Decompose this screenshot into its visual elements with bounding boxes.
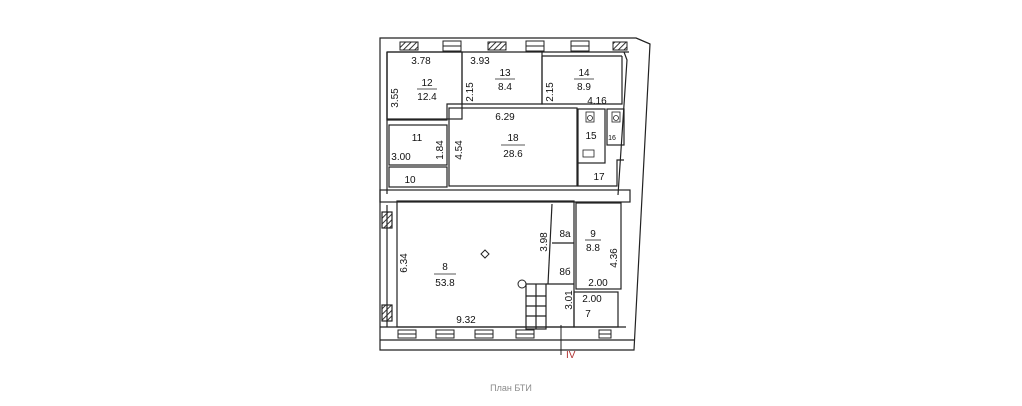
room-labels: 12 12.4 13 8.4 14 8.9 18 28.6 11 10 15 1… <box>404 68 616 320</box>
dim-room7-width: 2.00 <box>582 294 602 305</box>
room-11-number: 11 <box>412 133 423 144</box>
room-13-number: 13 <box>499 68 511 79</box>
room-7-number: 7 <box>585 309 591 320</box>
top-windows <box>399 40 628 52</box>
dim-room14-width: 4.16 <box>587 96 607 107</box>
dim-room12-height: 3.55 <box>390 88 401 108</box>
room-18-number: 18 <box>507 133 519 144</box>
room-10-number: 10 <box>404 175 416 186</box>
dim-room8-height: 6.34 <box>399 253 410 273</box>
dim-room9-width: 2.00 <box>588 278 608 289</box>
room-16-number: 16 <box>608 135 616 142</box>
bottom-windows <box>397 329 612 339</box>
dim-room9-height: 4.36 <box>609 248 620 268</box>
plan-caption: План БТИ <box>490 383 532 393</box>
dim-stair-height: 3.01 <box>564 290 575 310</box>
dim-room10-width: 3.00 <box>391 152 411 163</box>
room-8-number: 8 <box>442 262 448 273</box>
room-9-area: 8.8 <box>586 243 600 254</box>
room-8-area: 53.8 <box>435 278 455 289</box>
dim-room13-width: 3.93 <box>470 56 490 67</box>
room-14-area: 8.9 <box>577 82 591 93</box>
dim-room12-width: 3.78 <box>411 56 431 67</box>
dimension-labels: 3.78 3.93 4.16 6.29 3.00 9.32 2.00 2.00 … <box>390 56 620 326</box>
dim-room13-height: 2.15 <box>465 82 476 102</box>
room-15-number: 15 <box>585 131 597 142</box>
dim-room11-height: 1.84 <box>435 140 446 160</box>
room-12-area: 12.4 <box>417 92 437 103</box>
dim-room8a-height: 3.98 <box>539 232 550 252</box>
dim-room18-height: 4.54 <box>454 140 465 160</box>
section-marker: IV <box>566 350 576 361</box>
dim-room14-height: 2.15 <box>545 82 556 102</box>
room-13-area: 8.4 <box>498 82 512 93</box>
room-12-number: 12 <box>421 78 433 89</box>
room-17-number: 17 <box>593 172 605 183</box>
columns <box>480 249 527 289</box>
room-14-number: 14 <box>578 68 590 79</box>
room-9-number: 9 <box>590 229 596 240</box>
room-18-area: 28.6 <box>503 149 523 160</box>
room-8a-number: 8а <box>559 229 571 240</box>
lower-room-walls <box>381 200 622 330</box>
room-8b-number: 8б <box>559 266 571 278</box>
dim-room8-width: 9.32 <box>456 315 476 326</box>
toilet-icons <box>582 111 621 158</box>
dim-room18-width: 6.29 <box>495 112 515 123</box>
upper-room-walls <box>379 51 631 203</box>
